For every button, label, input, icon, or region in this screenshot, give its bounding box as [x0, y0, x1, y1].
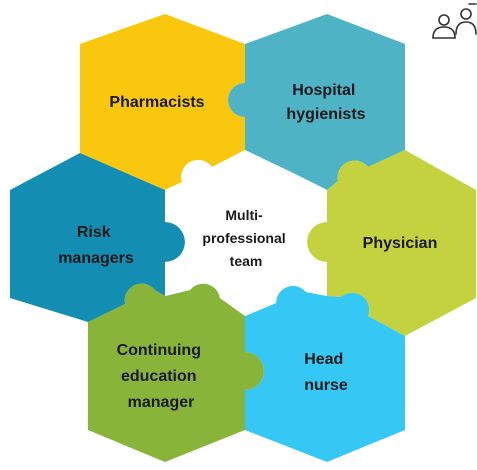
svg-text:Multi- professional: Multi- professional team [202, 207, 289, 269]
piece-physician: Physician [307, 150, 476, 336]
piece-physician-line-1: Physician [363, 235, 438, 252]
center-line-2: professional [202, 230, 285, 246]
piece-head-nurse-line-1: Head [304, 351, 343, 368]
piece-pharmacists-shape [80, 14, 245, 190]
piece-pharmacists-line-1: Pharmacists [109, 94, 204, 111]
center-line-1: Multi- [225, 207, 263, 223]
piece-risk-managers: Risk managers [10, 153, 185, 322]
piece-pharmacists: Pharmacists [80, 14, 245, 190]
piece-risk-managers-line-1: Risk [77, 224, 111, 241]
svg-text:Continuing education: Continuing education manager [117, 342, 206, 411]
center-piece-shape [165, 150, 327, 316]
piece-continuing-education-manager: Continuing education manager [88, 283, 264, 462]
svg-text:Head nurse: Head nurse [304, 351, 348, 394]
center-line-3: team [230, 253, 263, 269]
piece-continuing-education-manager-shape [88, 283, 264, 462]
piece-hospital-hygienists-shape [228, 14, 405, 190]
svg-text:Hospital hygienists: Hospital hygienists [286, 82, 365, 123]
piece-risk-managers-line-2: managers [58, 250, 134, 267]
center-piece: Multi- professional team [165, 150, 327, 316]
piece-hospital-hygienists-line-2: hygienists [286, 106, 365, 123]
piece-hospital-hygienists: Hospital hygienists [228, 14, 405, 190]
piece-head-nurse-line-2: nurse [304, 377, 348, 394]
piece-continuing-education-manager-line-3: manager [128, 394, 195, 411]
piece-physician-shape [307, 150, 476, 336]
piece-continuing-education-manager-line-1: Continuing [117, 342, 201, 359]
svg-text:Pharmacists: Pharmacists [109, 94, 204, 111]
piece-head-nurse-shape [245, 285, 405, 462]
piece-continuing-education-manager-line-2: education [121, 368, 197, 385]
piece-risk-managers-shape [10, 153, 185, 322]
people-icon [432, 3, 477, 39]
piece-head-nurse: Head nurse [245, 285, 405, 462]
svg-text:Risk managers: Risk managers [58, 224, 134, 267]
piece-hospital-hygienists-line-1: Hospital [292, 82, 355, 99]
svg-text:Physician: Physician [363, 235, 438, 252]
